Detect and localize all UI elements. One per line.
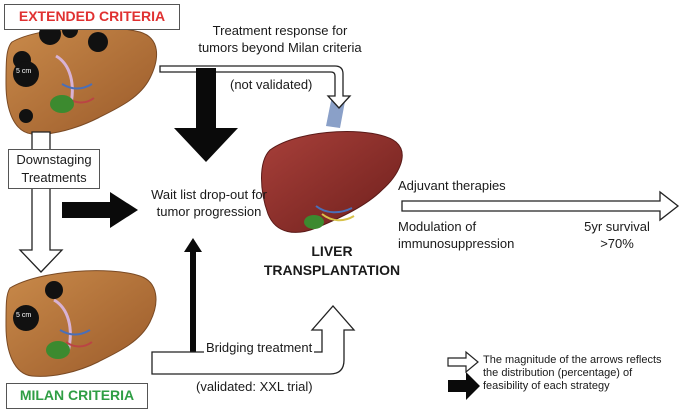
extended-criteria-label: EXTENDED CRITERIA: [4, 4, 180, 30]
five-year-survival-text: 5yr survival >70%: [572, 218, 662, 252]
downstaging-treatments-box: Downstaging Treatments: [8, 149, 100, 189]
downstaging-line1: Downstaging: [16, 152, 92, 167]
post-transplant-arrow: [401, 190, 680, 222]
modulation-immunosuppression-text: Modulation of immunosuppression: [398, 218, 514, 252]
bridging-treatment-label: Bridging treatment: [204, 340, 315, 355]
survival-line1: 5yr survival: [584, 219, 650, 234]
milan-criteria-label: MILAN CRITERIA: [6, 383, 148, 409]
dropout-arrow-downstaging-black: [62, 192, 138, 228]
extended-criteria-liver-illustration: [5, 22, 158, 135]
tumor-size-label-extended: 5 cm: [16, 68, 32, 75]
bridging-treatment-arrow: [151, 305, 356, 375]
adjuvant-therapies-label: Adjuvant therapies: [398, 178, 506, 193]
modulation-line2: immunosuppression: [398, 236, 515, 251]
modulation-line1: Modulation of: [398, 219, 477, 234]
treatment-response-line2: tumors beyond Milan criteria: [198, 40, 362, 55]
milan-criteria-liver-illustration: [5, 270, 157, 377]
waitlist-dropout-text: Wait list drop-out for tumor progression: [136, 186, 282, 220]
survival-line2: >70%: [600, 236, 634, 251]
transplant-liver-illustration: [261, 96, 403, 233]
downstaging-line2: Treatments: [21, 170, 87, 185]
not-validated-treatment-response-arrow: [159, 65, 352, 109]
tumor-size-label-milan: 5 cm: [16, 312, 32, 319]
not-validated-label: (not validated): [230, 77, 313, 92]
liver-transplantation-title: LIVER TRANSPLANTATION: [252, 242, 412, 280]
legend-hollow-arrow-icon: [447, 350, 479, 374]
dropout-line2: tumor progression: [156, 204, 262, 219]
dropout-arrow-extended-black: [174, 68, 238, 162]
bridging-validated-label: (validated: XXL trial): [196, 379, 313, 394]
treatment-response-line1: Treatment response for: [212, 23, 348, 38]
legend-black-arrow-icon: [448, 372, 480, 400]
arrow-legend-text: The magnitude of the arrows reflects the…: [483, 354, 662, 392]
transplant-line2: TRANSPLANTATION: [263, 262, 401, 278]
transplant-line1: LIVER: [311, 243, 353, 259]
dropout-line1: Wait list drop-out for: [151, 187, 267, 202]
dropout-arrow-bridging-black: [184, 238, 202, 362]
treatment-response-text: Treatment response for tumors beyond Mil…: [180, 22, 380, 56]
